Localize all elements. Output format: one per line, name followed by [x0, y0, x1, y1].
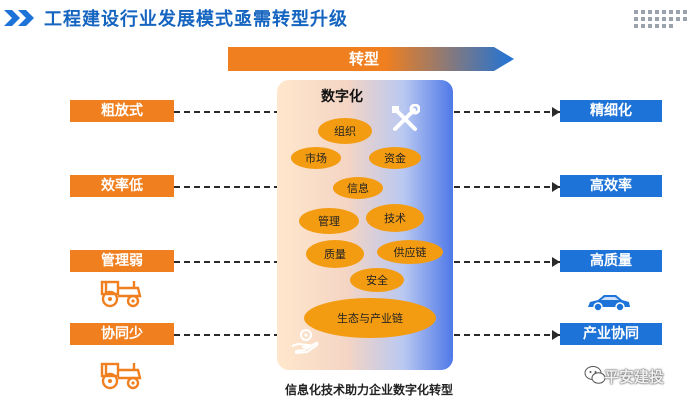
- tractor-icon: [100, 362, 142, 390]
- double-chevron-icon: [4, 10, 34, 26]
- arrow-head-2: [552, 182, 560, 192]
- caption: 信息化技术助力企业数字化转型: [284, 383, 453, 397]
- wechat-logo-icon: [584, 366, 606, 384]
- blob-organization: 组织: [318, 118, 372, 144]
- right-label-high-efficiency: 高效率: [560, 175, 662, 197]
- arrow-head-3: [552, 257, 560, 267]
- right-label-refined: 精细化: [560, 100, 662, 122]
- wrench-screwdriver-icon: [392, 104, 420, 131]
- hand-gear-icon: [291, 329, 319, 354]
- blob-safety: 安全: [350, 268, 404, 292]
- banner-label: 转型: [348, 50, 379, 68]
- left-label-weak-management: 管理弱: [70, 250, 174, 272]
- arrow-head-4: [552, 330, 560, 340]
- blob-market: 市场: [291, 147, 341, 169]
- car-icon: [588, 295, 630, 312]
- left-label-low-efficiency: 效率低: [70, 175, 174, 197]
- left-label-little-collaboration: 协同少: [70, 323, 174, 345]
- dot-grid-decoration: [634, 10, 687, 28]
- blob-technology: 技术: [366, 204, 424, 232]
- right-label-high-quality: 高质量: [560, 250, 662, 272]
- page-title: 工程建设行业发展模式亟需转型升级: [44, 9, 348, 30]
- header: 工程建设行业发展模式亟需转型升级: [0, 0, 700, 36]
- blob-management: 管理: [299, 208, 359, 234]
- blob-ecosystem-chain: 生态与产业链: [304, 298, 436, 338]
- blob-funding: 资金: [369, 147, 421, 169]
- blob-supply-chain: 供应链: [377, 240, 443, 264]
- watermark: 平安建投: [604, 368, 665, 386]
- blob-information: 信息: [333, 177, 383, 199]
- arrow-head-1: [552, 107, 560, 117]
- right-label-industry-collaboration: 产业协同: [560, 323, 662, 345]
- tractor-icon: [100, 280, 142, 308]
- panel-title: 数字化: [321, 89, 363, 105]
- transform-banner-arrow: [228, 47, 514, 71]
- blob-quality: 质量: [306, 240, 364, 268]
- left-label-extensive: 粗放式: [70, 100, 174, 122]
